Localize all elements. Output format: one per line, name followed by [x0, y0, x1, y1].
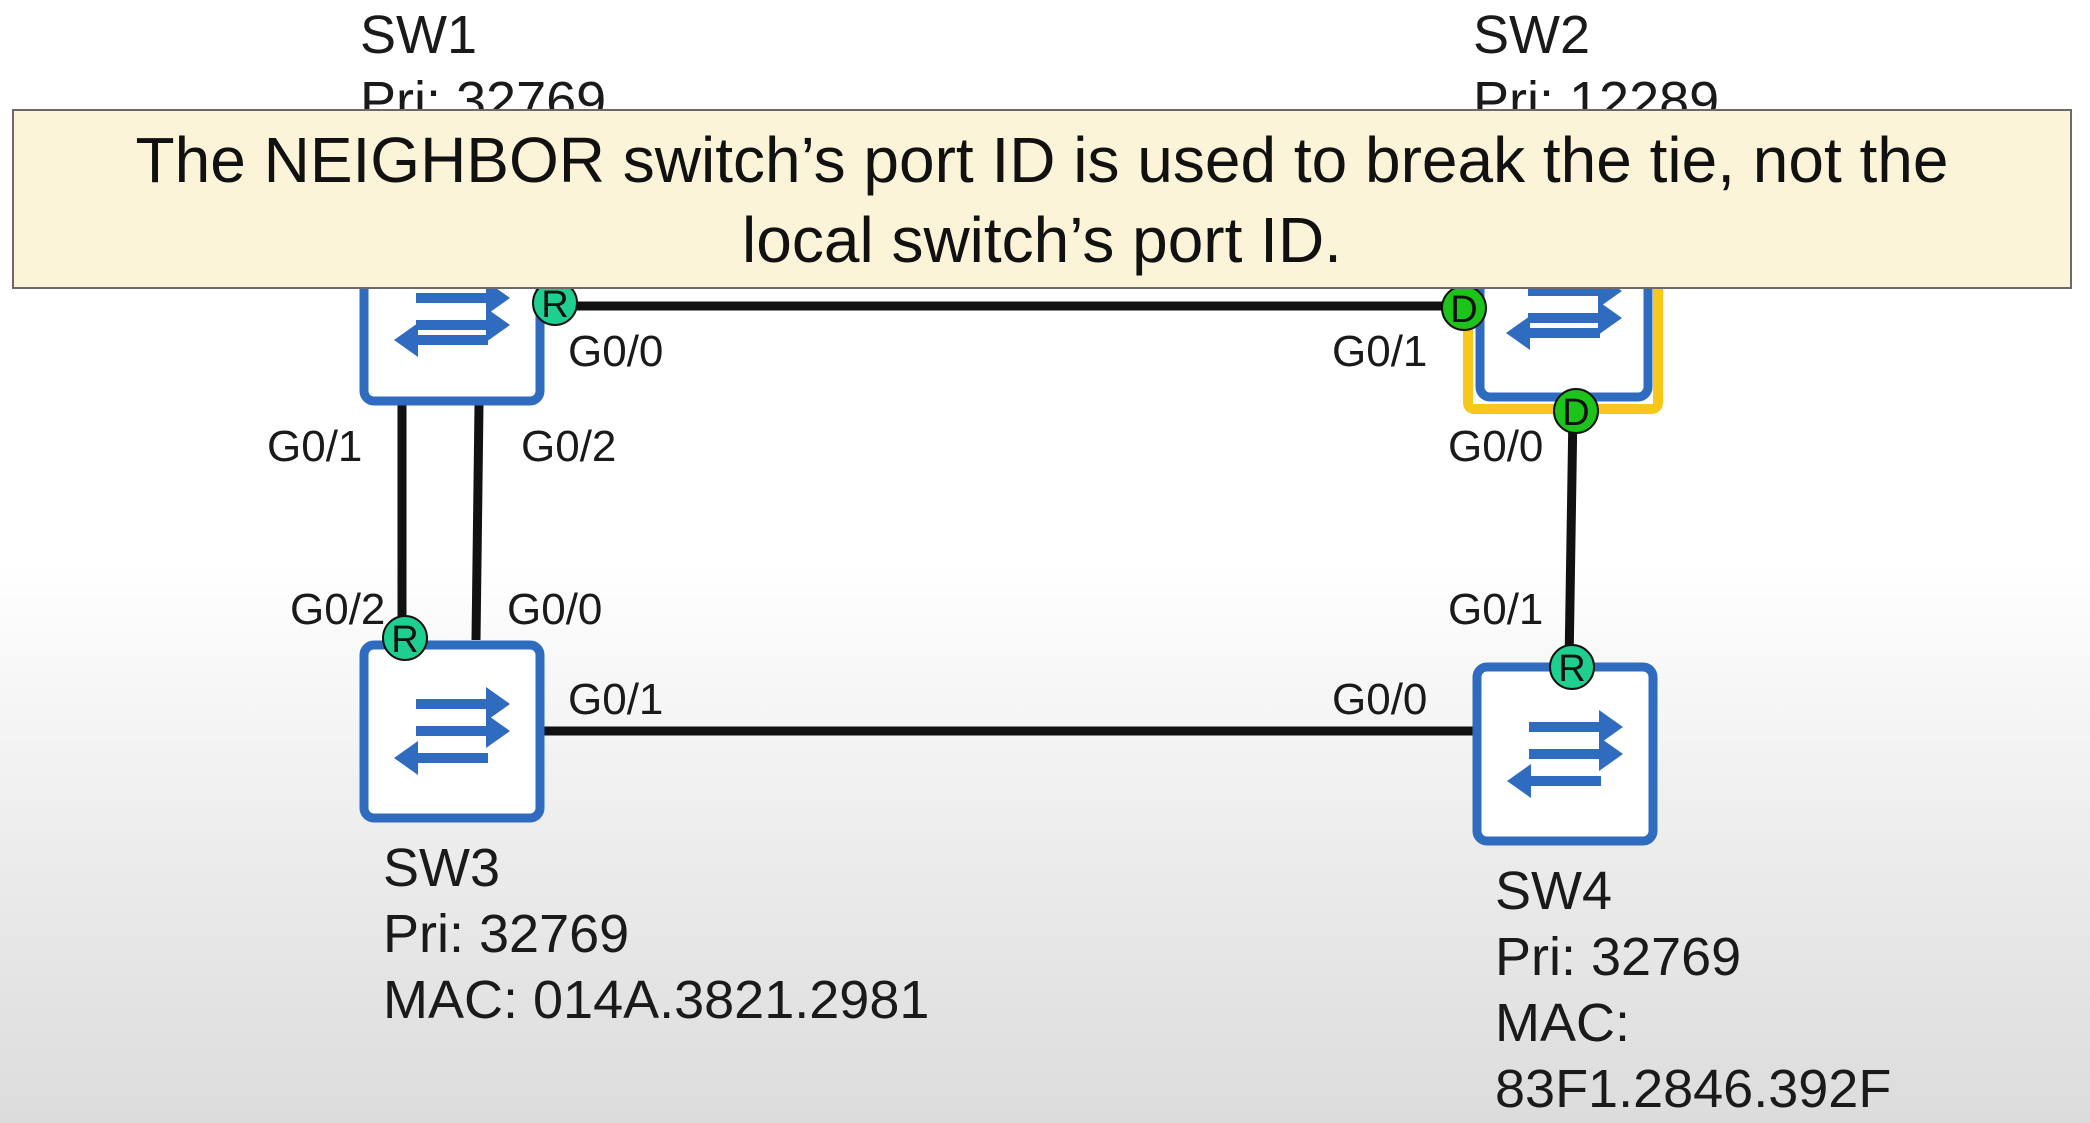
- designated-port-marker-sw2-g00: D: [1553, 388, 1599, 434]
- sw3-priority: Pri: 32769: [383, 904, 630, 964]
- link-sw2-sw4: [1564, 409, 1578, 666]
- port-label-sw4-g00: G0/0: [1332, 675, 1428, 724]
- port-label-sw3-g01: G0/1: [568, 675, 664, 724]
- sw4-name: SW4: [1495, 861, 1613, 921]
- sw4-mac-label: MAC:: [1495, 993, 1630, 1053]
- root-port-marker-sw4-g01: R: [1549, 644, 1595, 690]
- port-role-letter: R: [391, 619, 418, 661]
- port-label-sw3-g00: G0/0: [507, 585, 603, 634]
- port-label-sw1-g02: G0/2: [521, 422, 617, 471]
- port-label-sw1-g00: G0/0: [568, 327, 664, 376]
- link-sw1-sw3-b: [471, 404, 484, 641]
- sw4-mac: 83F1.2846.392F: [1495, 1059, 1892, 1119]
- port-label-sw4-g01: G0/1: [1448, 585, 1544, 634]
- sw1-name: SW1: [360, 5, 478, 65]
- port-label-sw2-g00: G0/0: [1448, 422, 1544, 471]
- switch-icon-sw3: [359, 640, 545, 823]
- port-role-letter: R: [1558, 648, 1585, 690]
- sw4-priority: Pri: 32769: [1495, 927, 1742, 987]
- port-role-letter: D: [1562, 392, 1589, 434]
- sw3-mac: MAC: 014A.3821.2981: [383, 970, 930, 1030]
- port-role-letter: R: [541, 284, 568, 326]
- port-label-sw1-g01: G0/1: [267, 422, 363, 471]
- port-label-sw3-g02: G0/2: [290, 585, 386, 634]
- sw2-name: SW2: [1473, 5, 1591, 65]
- sw3-name: SW3: [383, 838, 501, 898]
- callout-line-1: The NEIGHBOR switch’s port ID is used to…: [135, 124, 1949, 196]
- callout-line-2: local switch’s port ID.: [742, 204, 1342, 276]
- port-label-sw2-g01: G0/1: [1332, 327, 1428, 376]
- switch-icon-sw4: [1472, 662, 1658, 846]
- port-role-letter: D: [1450, 289, 1477, 331]
- tie-break-callout: The NEIGHBOR switch’s port ID is used to…: [12, 109, 2072, 289]
- designated-port-marker-sw2-g01: D: [1441, 285, 1487, 331]
- root-port-marker-sw3-g02: R: [382, 615, 428, 661]
